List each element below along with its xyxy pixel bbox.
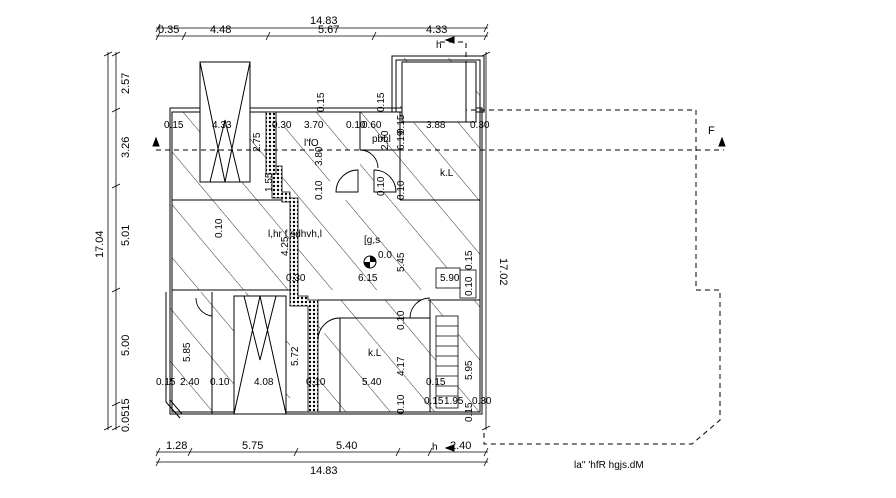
dimension-lines xyxy=(103,23,491,467)
left-dim-3: 5.01 xyxy=(120,225,132,246)
inner-dim: 0.15 xyxy=(164,120,184,131)
stair-right-top xyxy=(401,61,477,123)
left-dim-4: 5.00 xyxy=(120,335,132,356)
section-label-f: F xyxy=(708,125,715,137)
inner-dim: 0.10 xyxy=(396,180,407,200)
walls xyxy=(165,55,485,419)
inner-dim: 0.10 xyxy=(314,180,325,200)
inner-dim: 0.15 xyxy=(424,396,444,407)
stair-bottom-left xyxy=(233,295,287,415)
wall-strip xyxy=(265,111,319,413)
bottom-dim-3: 5.40 xyxy=(336,440,357,452)
inner-dim: 0.30 xyxy=(472,396,492,407)
inner-dim: 0.15 xyxy=(396,114,407,134)
left-dim-5: 0.0515 xyxy=(120,398,132,432)
inner-dim: 5.95 xyxy=(464,360,475,380)
left-dim-2: 3.26 xyxy=(120,137,132,158)
inner-dim: 3.80 xyxy=(314,146,325,166)
inner-dim: 0.30 xyxy=(272,120,292,131)
room-label: [g,s xyxy=(364,235,380,246)
inner-dim: 5.45 xyxy=(396,252,407,272)
right-total: 17.02 xyxy=(497,258,509,286)
inner-dim: 0.15 xyxy=(464,402,475,422)
inner-dim: 0.10 xyxy=(214,218,225,238)
inner-dim: 0.10 xyxy=(346,120,366,131)
dashed-outline xyxy=(156,41,724,445)
top-dim-1: 0.35 xyxy=(158,24,179,36)
inner-dim: 0.15 xyxy=(156,377,176,388)
bottom-dim-2: 5.75 xyxy=(242,440,263,452)
section-arrows xyxy=(152,36,726,452)
inner-dim: 5.90 xyxy=(440,273,460,284)
room-label: l'fO xyxy=(304,138,319,149)
inner-dim: 0.10 xyxy=(376,176,387,196)
right-dimensions: 17.02 xyxy=(497,258,509,286)
inner-dim: 0.10 xyxy=(306,377,326,388)
top-dim-3: 5.67 xyxy=(318,24,339,36)
top-total: 14.83 xyxy=(310,15,338,27)
inner-dim: 0.10 xyxy=(396,394,407,414)
inner-dim: 0.10 xyxy=(210,377,230,388)
inner-dim: 6.15 xyxy=(358,273,378,284)
room-label: k.L xyxy=(368,348,382,359)
inner-dim: 0.15 xyxy=(316,92,327,112)
top-dim-2: 4.48 xyxy=(210,24,231,36)
inner-dim: 0.10 xyxy=(464,276,475,296)
inner-dim: 4.08 xyxy=(254,377,274,388)
inner-dim: 4.33 xyxy=(212,120,232,131)
section-label-bottom: h xyxy=(432,442,438,453)
room-label: pbLl xyxy=(372,134,391,145)
inner-dim: 4.25 xyxy=(280,236,291,256)
top-dimensions: 14.83 0.35 4.48 5.67 4.33 xyxy=(158,15,447,36)
room-label: l,hr f sdhvh,l xyxy=(268,229,322,240)
inner-dim: 2.75 xyxy=(252,132,263,152)
room-label: k.L xyxy=(440,168,454,179)
room-labels: l'fO pbLl k.L l,hr f sdhvh,l [g,s 0.0 k.… xyxy=(268,40,715,471)
inner-dim: 5.72 xyxy=(290,346,301,366)
stair-top-left xyxy=(199,61,251,183)
inner-dim: 2.30 xyxy=(380,130,391,150)
inner-dim: 0.30 xyxy=(470,120,490,131)
bottom-total: 14.83 xyxy=(310,465,338,477)
door-swings xyxy=(195,149,431,341)
stairs-right xyxy=(435,267,477,409)
bottom-dimensions: 1.28 5.75 5.40 2.40 14.83 xyxy=(166,440,471,477)
bottom-dim-4: 2.40 xyxy=(450,440,471,452)
inner-dim: 0.15 xyxy=(376,92,387,112)
inner-dim: 0.15 xyxy=(426,377,446,388)
inner-dim: 3.88 xyxy=(426,120,446,131)
inner-dim: 3.70 xyxy=(304,120,324,131)
inner-dim: 0.60 xyxy=(362,120,382,131)
level-label: 0.0 xyxy=(378,250,392,261)
inner-dim: 0.30 xyxy=(286,273,306,284)
inner-dim: 1.95 xyxy=(444,396,464,407)
inner-dim: 4.17 xyxy=(396,356,407,376)
drawing-title: la'' 'hfR hgjs.dM xyxy=(574,460,644,471)
inner-dim: 6.19 xyxy=(396,130,407,150)
left-dimensions: 17.04 2.57 3.26 5.01 5.00 0.0515 xyxy=(94,73,132,432)
inner-dim: 2.40 xyxy=(180,377,200,388)
inner-dim: 0.15 xyxy=(464,250,475,270)
section-label-top: h xyxy=(436,40,442,51)
inner-dim: 5.40 xyxy=(362,377,382,388)
inner-dimensions: 0.15 4.33 0.30 2.75 3.70 0.15 0.10 0.60 … xyxy=(156,92,492,422)
level-marker xyxy=(363,255,377,269)
bottom-dim-1: 1.28 xyxy=(166,440,187,452)
left-total: 17.04 xyxy=(94,230,106,258)
inner-dim: 5.85 xyxy=(182,342,193,362)
inner-dim: 0.10 xyxy=(396,310,407,330)
inner-dim: 1.55 xyxy=(264,172,275,192)
left-dim-1: 2.57 xyxy=(120,73,132,94)
top-dim-4: 4.33 xyxy=(426,24,447,36)
